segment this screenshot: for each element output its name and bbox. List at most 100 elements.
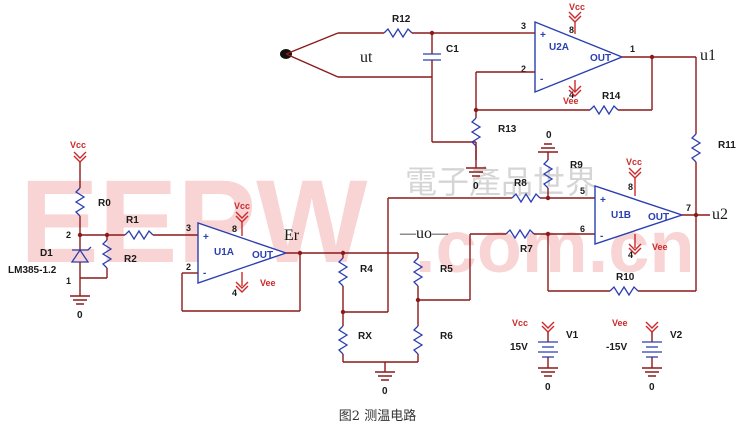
pin: 8: [569, 25, 574, 35]
label-vee: Vee: [612, 318, 628, 328]
diode-d1-bar: [72, 246, 92, 251]
resistor-r8: [511, 192, 541, 204]
supply-v1: Vcc V1 15V 0: [510, 318, 579, 393]
opamp-u2a: U2A OUT + - 3 2 1 8 4: [521, 20, 635, 100]
ground-icon: [375, 371, 395, 381]
u2a-minus: -: [540, 74, 543, 85]
u1a-out: OUT: [252, 250, 273, 261]
label-r7: R7: [520, 244, 533, 255]
vee-arrow-icon: [628, 243, 642, 255]
resistor-r13: [470, 117, 482, 147]
label-v1: V1: [566, 330, 579, 341]
label-rx: RX: [358, 331, 372, 342]
u1a-minus: -: [203, 268, 206, 279]
resistor-r6: [412, 325, 424, 355]
opamp-u1b: U1B OUT + - 5 6 7 8 4: [580, 182, 691, 260]
resistor-r11: [690, 133, 702, 163]
label-r5: R5: [440, 264, 453, 275]
label-r11: R11: [718, 140, 736, 151]
pin: 2: [186, 262, 191, 272]
label-r2: R2: [124, 254, 137, 265]
u2a-plus: +: [540, 30, 546, 41]
ground-label: 0: [382, 386, 388, 397]
label-d1: D1: [40, 248, 53, 259]
label-r9: R9: [570, 160, 583, 171]
label-v2-value: -15V: [606, 342, 627, 353]
label-vee: Vee: [563, 96, 579, 106]
probe: ut: [280, 32, 373, 78]
vcc-arrow-icon: [541, 321, 555, 333]
probe-lead-top: [285, 32, 339, 55]
resistor-r12: [383, 27, 413, 39]
vee-arrow-icon: [568, 85, 582, 97]
label-vee: Vee: [260, 278, 276, 288]
pin: 4: [232, 288, 237, 298]
pin: 6: [580, 224, 585, 234]
resistor-r7: [505, 228, 535, 240]
label-r13: R13: [498, 124, 517, 135]
resistor-r0: [74, 187, 86, 217]
resistor-r2: [101, 239, 113, 269]
pin: 1: [66, 276, 71, 286]
label-r8: R8: [514, 178, 527, 189]
vee-arrow-icon: [645, 321, 659, 333]
signal-uo: —uo—: [399, 225, 449, 242]
pin: 8: [232, 224, 237, 234]
label-r12: R12: [392, 14, 411, 25]
ground-icon: [466, 167, 486, 177]
label-lm385: LM385-1.2: [8, 265, 57, 276]
pin: 4: [569, 90, 574, 100]
ground-icon: [642, 367, 662, 377]
ground-icon: [538, 367, 558, 377]
u1a-plus: +: [203, 232, 209, 243]
ground-label: 0: [77, 310, 83, 321]
resistor-r10: [609, 285, 639, 297]
ground-label: 0: [545, 382, 551, 393]
opamp-u1a: U1A OUT + - 3 2 8 4: [186, 222, 289, 298]
label-vee: Vee: [652, 242, 668, 252]
pin: 2: [521, 64, 526, 74]
ground-label: 0: [473, 181, 479, 192]
label-u1b: U1B: [611, 210, 631, 221]
label-r10: R10: [616, 272, 635, 283]
pin: 4: [628, 250, 633, 260]
ground-label: 0: [546, 130, 552, 141]
ground-label: 0: [649, 382, 655, 393]
label-v1-value: 15V: [510, 342, 528, 353]
watermark-chinese: 電子產品世界: [405, 163, 597, 201]
opamp-u1b-body: [594, 185, 685, 245]
pin: 3: [521, 21, 526, 31]
label-r4: R4: [360, 264, 373, 275]
pin: 2: [66, 230, 71, 240]
supply-v2: Vee V2 -15V 0: [606, 318, 683, 393]
ground-icon: [538, 143, 558, 153]
label-r0: R0: [98, 198, 111, 209]
probe-lead-bottom: [285, 53, 339, 78]
label-vcc: Vcc: [512, 318, 528, 328]
signal-u1: u1: [700, 47, 716, 64]
u1b-minus: -: [600, 231, 603, 242]
u1b-out: OUT: [648, 212, 669, 223]
vee-arrow-icon: [235, 281, 249, 293]
u1b-plus: +: [600, 195, 606, 206]
watermark-eepw: EEPW: [20, 156, 368, 288]
vcc-arrow-icon: [568, 11, 582, 23]
pin: 8: [628, 182, 633, 192]
resistor-r1: [124, 229, 154, 241]
label-c1: C1: [446, 44, 459, 55]
opamp-u2a-body: [534, 20, 624, 94]
label-u1a: U1A: [214, 247, 234, 258]
label-r6: R6: [440, 331, 453, 342]
watermark: EEPW .com.cn 電子產品世界: [20, 156, 695, 288]
resistor-r9: [542, 159, 554, 189]
label-vcc: Vcc: [626, 157, 642, 167]
label-u2a: U2A: [549, 42, 569, 53]
u2a-out: OUT: [590, 53, 611, 64]
resistor-r5: [412, 257, 424, 287]
resistor-rx: [337, 325, 349, 355]
signal-u2: u2: [712, 206, 728, 223]
temperature-measurement-schematic: EEPW .com.cn 電子產品世界 ut R12 C1 U2A OUT + …: [8, 2, 736, 397]
label-r14: R14: [602, 91, 621, 102]
signal-er: Er: [284, 227, 300, 244]
